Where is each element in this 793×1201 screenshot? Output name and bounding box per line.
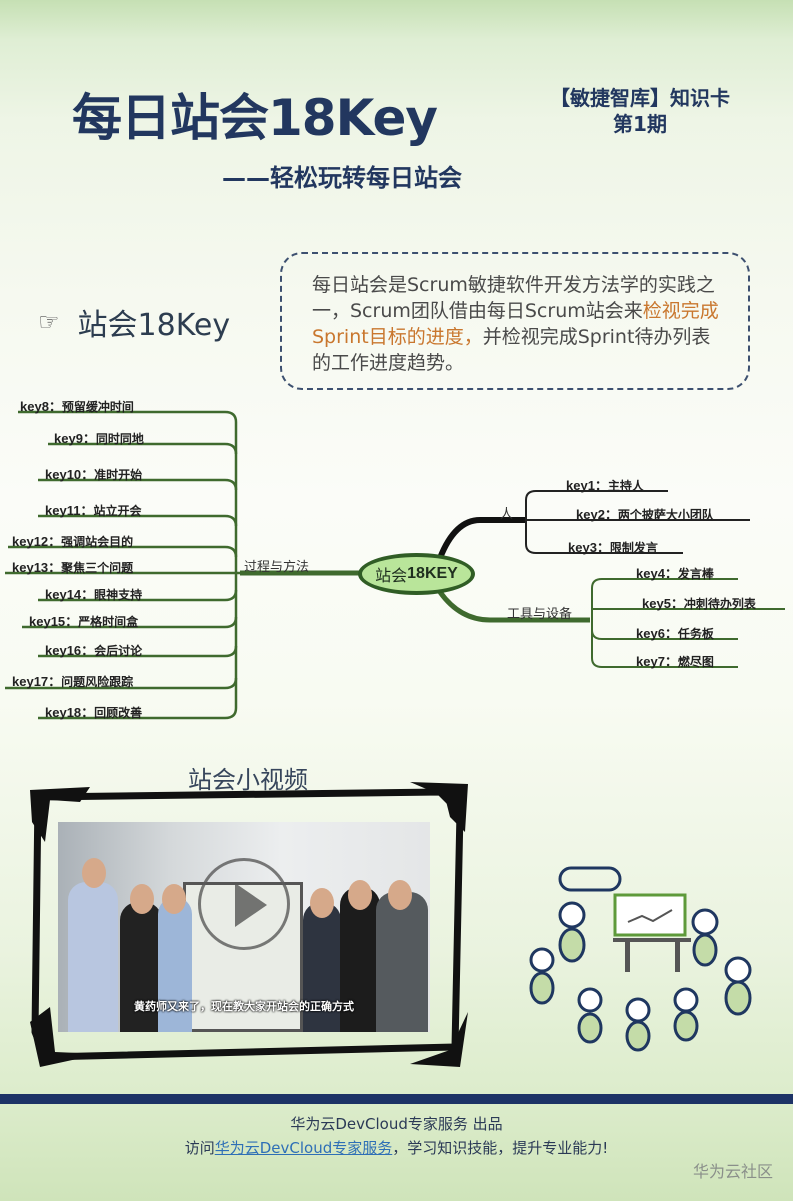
footer-credit: 华为云DevCloud专家服务 出品 (290, 1115, 503, 1133)
section-heading-text: 站会18Key (77, 308, 231, 343)
speech-bubble-icon (558, 866, 622, 892)
footer-cta-prefix: 访问 (184, 1139, 215, 1157)
person-head (388, 880, 412, 910)
subtitle: ——轻松玩转每日站会 (222, 164, 462, 192)
watermark: 华为云社区 (692, 1162, 773, 1181)
branch-tools: 工具与设备 (507, 607, 573, 622)
team-standup-illustration (529, 866, 752, 1052)
person-head (130, 884, 154, 914)
pointing-hand-icon: ☞ (38, 308, 60, 336)
key-item: key3：限制发言 (568, 540, 658, 555)
key-item: key8：预留缓冲时间 (20, 399, 134, 414)
branch-process: 过程与方法 (244, 560, 310, 575)
person-head (162, 884, 186, 914)
person (376, 892, 428, 1032)
branch-people: 人 (500, 507, 514, 522)
play-icon[interactable] (198, 858, 290, 950)
section-heading: ☞ 站会18Key (38, 300, 230, 344)
key-item: key7：燃尽图 (636, 654, 714, 669)
key-item: key2：两个披萨大小团队 (576, 507, 714, 522)
series-label: 【敏捷智库】知识卡 第1期 (540, 85, 740, 137)
series-name: 【敏捷智库】知识卡 (550, 86, 730, 110)
center-prefix: 站会 (375, 566, 408, 585)
key-item: key9：同时同地 (54, 431, 144, 446)
person (120, 902, 162, 1032)
key-item: key13：聚焦三个问题 (12, 560, 134, 575)
intro-highlight: 检视完成Sprint目标的进度， (312, 300, 719, 348)
key-item: key1：主持人 (566, 478, 644, 493)
center-suffix: 18KEY (407, 565, 458, 582)
key-item: key14：眼神支持 (45, 587, 143, 602)
key-item: key12：强调站会目的 (12, 534, 134, 549)
person-head (82, 858, 106, 888)
key-item: key4：发言棒 (636, 566, 714, 581)
intro-callout: 每日站会是Scrum敏捷软件开发方法学的实践之一，Scrum团队借由每日Scru… (280, 252, 750, 390)
key-item: key10：准时开始 (45, 467, 143, 482)
devcloud-link[interactable]: 华为云DevCloud专家服务 (214, 1139, 393, 1157)
video-caption: 黄药师又来了，现在教大家开站会的正确方式 (134, 1000, 354, 1013)
footer-divider (0, 1094, 793, 1104)
person (158, 897, 192, 1032)
key-item: key15：严格时间盒 (29, 614, 139, 629)
person (340, 887, 380, 1032)
key-item: key11：站立开会 (45, 503, 142, 518)
person-head (348, 880, 372, 910)
intro-text-end: 并检视完成Sprint待办列表的工作进度趋势。 (312, 326, 711, 374)
person (68, 882, 118, 1032)
intro-text: 每日站会是Scrum敏捷软件开发方法学的实践之一，Scrum团队借由每日Scru… (312, 274, 715, 322)
issue-number: 第1期 (613, 112, 667, 136)
video-section-title: 站会小视频 (188, 766, 308, 794)
footer-cta-suffix: ，学习知识技能，提升专业能力! (392, 1139, 609, 1157)
key-item: key17：问题风险跟踪 (12, 674, 134, 689)
footer-cta: 访问华为云DevCloud专家服务，学习知识技能，提升专业能力! (0, 1137, 793, 1158)
person (303, 902, 341, 1032)
key-item: key6：任务板 (636, 626, 714, 641)
key-item: key5：冲刺待办列表 (642, 596, 756, 611)
page-title: 每日站会18Key (72, 89, 438, 147)
key-item: key16：会后讨论 (45, 643, 143, 658)
video-player[interactable]: 黄药师又来了，现在教大家开站会的正确方式 (58, 822, 430, 1032)
key-item: key18：回顾改善 (45, 705, 143, 720)
mindmap-connectors (5, 410, 785, 720)
video-frame-decoration (30, 782, 468, 1067)
person-head (310, 888, 334, 918)
